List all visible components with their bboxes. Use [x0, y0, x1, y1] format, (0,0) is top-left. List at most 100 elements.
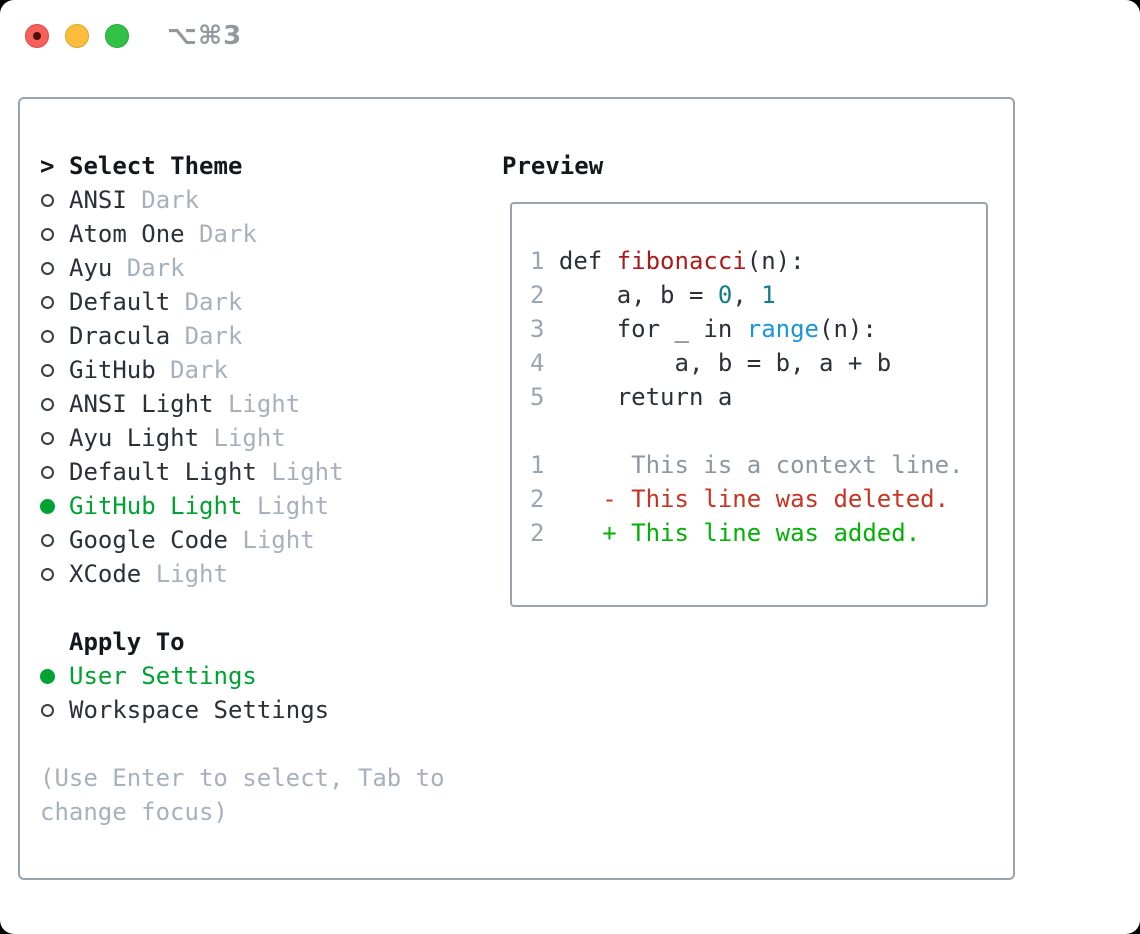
hint-text-line1: (Use Enter to select, Tab to: [40, 764, 445, 792]
select-theme-header: Select Theme: [69, 152, 243, 180]
radio-marker: [40, 668, 69, 684]
option-label: Ayu Light: [69, 424, 200, 452]
theme-option[interactable]: GitHub Dark: [40, 353, 445, 387]
radio-marker: [40, 193, 69, 207]
theme-option[interactable]: Ayu Dark: [40, 251, 445, 285]
option-label: ANSI Light: [69, 390, 214, 418]
option-variant-label: Light: [242, 492, 330, 520]
code-line: 2 - This line was deleted.: [530, 482, 986, 516]
line-number: 2: [530, 519, 559, 547]
option-label: Default Light: [69, 458, 257, 486]
option-variant-label: Light: [256, 458, 344, 486]
line-number: 5: [530, 383, 559, 411]
theme-option[interactable]: XCode Light: [40, 557, 445, 591]
code-token-num: 0: [717, 281, 733, 309]
option-variant-label: Dark: [184, 220, 257, 248]
radio-unselected-icon: [41, 261, 54, 275]
code-token-code: (n):: [746, 247, 805, 275]
preview-header: Preview: [502, 152, 604, 180]
code-token-func: fibonacci: [616, 247, 747, 275]
radio-marker: [40, 431, 69, 445]
theme-option[interactable]: Google Code Light: [40, 523, 445, 557]
code-token-code: (n):: [819, 315, 877, 343]
option-variant-label: Dark: [170, 288, 243, 316]
theme-option[interactable]: Dracula Dark: [40, 319, 445, 353]
radio-marker: [40, 567, 69, 581]
code-token-context: This is a context line.: [558, 451, 964, 479]
radio-marker: [40, 397, 69, 411]
theme-option[interactable]: ANSI Light Light: [40, 387, 445, 421]
radio-selected-icon: [40, 498, 55, 514]
option-label: User Settings: [69, 662, 257, 690]
theme-option[interactable]: Default Dark: [40, 285, 445, 319]
option-label: XCode: [69, 560, 142, 588]
code-token-added: + This line was added.: [558, 519, 921, 547]
radio-marker: [40, 329, 69, 343]
hint-text-line2: change focus): [40, 798, 228, 826]
theme-option[interactable]: Default Light Light: [40, 455, 445, 489]
radio-unselected-icon: [41, 227, 54, 241]
line-number: 2: [530, 485, 559, 513]
minimize-button[interactable]: [65, 24, 89, 48]
select-theme-header-row: > Select Theme: [40, 149, 445, 183]
code-line: 1 def fibonacci(n):: [530, 244, 986, 278]
radio-marker: [40, 295, 69, 309]
option-label: GitHub Light: [69, 492, 243, 520]
radio-marker: [40, 703, 69, 717]
code-line: 5 return a: [530, 380, 986, 414]
apply-to-header: Apply To: [69, 628, 185, 656]
radio-unselected-icon: [41, 193, 54, 207]
option-label: Ayu: [69, 254, 113, 282]
radio-marker: [40, 227, 69, 241]
title-bar: ⌥⌘3: [0, 0, 1140, 80]
code-line: 2 + This line was added.: [530, 516, 986, 550]
code-line: [530, 414, 986, 448]
code-line: 1 This is a context line.: [530, 448, 986, 482]
window-title: ⌥⌘3: [167, 21, 243, 51]
theme-option[interactable]: Atom One Dark: [40, 217, 445, 251]
option-label: Workspace Settings: [69, 696, 330, 724]
apply-to-header-row: Apply To: [40, 625, 445, 659]
theme-option[interactable]: GitHub Light Light: [40, 489, 445, 523]
zoom-button[interactable]: [105, 24, 129, 48]
option-variant-label: Dark: [170, 322, 243, 350]
option-label: GitHub: [69, 356, 156, 384]
radio-unselected-icon: [41, 397, 54, 411]
radio-marker: [40, 498, 69, 514]
line-number: 1: [530, 451, 559, 479]
radio-marker: [40, 533, 69, 547]
theme-option[interactable]: ANSI Dark: [40, 183, 445, 217]
code-token-code: for _ in: [558, 315, 747, 343]
code-token-builtin: range: [746, 315, 819, 343]
code-line: 4 a, b = b, a + b: [530, 346, 986, 380]
option-label: ANSI: [69, 186, 127, 214]
radio-marker: [40, 261, 69, 275]
spacer: [40, 591, 445, 625]
apply-to-option[interactable]: Workspace Settings: [40, 693, 445, 727]
option-variant-label: Dark: [112, 254, 185, 282]
line-number: 2: [530, 281, 559, 309]
code-token-code: return a: [558, 383, 733, 411]
radio-unselected-icon: [41, 295, 54, 309]
spacer: [40, 727, 445, 761]
radio-unselected-icon: [41, 465, 54, 479]
radio-selected-icon: [40, 668, 55, 684]
option-label: Dracula: [69, 322, 171, 350]
prompt-marker: >: [40, 149, 69, 183]
option-label: Google Code: [69, 526, 228, 554]
option-variant-label: Dark: [155, 356, 228, 384]
radio-unselected-icon: [41, 431, 54, 445]
radio-unselected-icon: [41, 363, 54, 377]
code-token-code: def: [558, 247, 617, 275]
prompt-icon: >: [40, 152, 55, 180]
apply-to-option[interactable]: User Settings: [40, 659, 445, 693]
option-label: Atom One: [69, 220, 185, 248]
option-variant-label: Dark: [126, 186, 200, 214]
close-button[interactable]: [25, 24, 49, 48]
line-number: 4: [530, 349, 559, 377]
option-variant-label: Light: [227, 526, 315, 554]
theme-option[interactable]: Ayu Light Light: [40, 421, 445, 455]
